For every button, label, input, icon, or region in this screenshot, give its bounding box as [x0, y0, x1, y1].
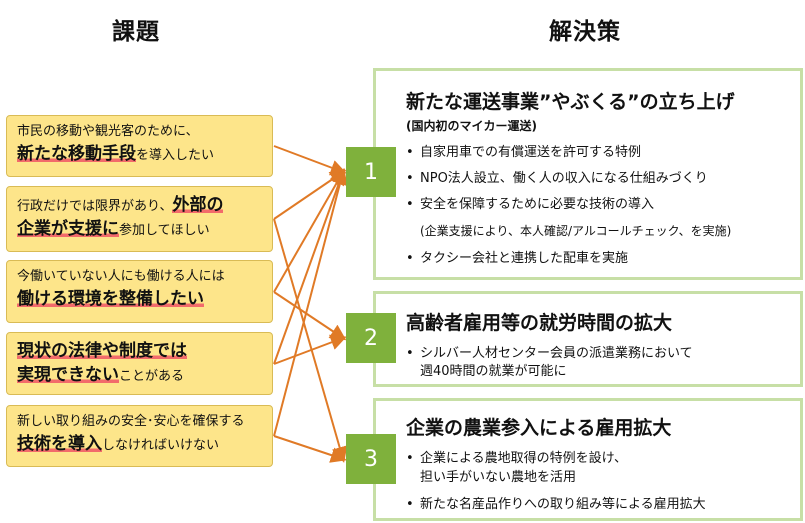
issue-4-suffix: ことがある — [119, 369, 185, 384]
issue-box-5: 新しい取り組みの安全･安心を確保する 技術を導入しなければいけない — [6, 405, 273, 467]
issue-1-suffix: を導入したい — [136, 148, 215, 163]
solutions-heading: 解決策 — [549, 19, 621, 45]
issue-3-line: 今働いていない人にも働ける人には — [17, 269, 225, 284]
issue-2-prefix: 行政だけでは限界があり、 — [17, 199, 173, 214]
issue-2-bold-2: 企業が支援に — [17, 219, 119, 239]
arrow-issue-3-to-solution-2 — [273, 291, 347, 341]
solution-box-3: 企業の農業参入による雇用拡大 •企業による農地取得の特例を設け、 担い手がいない… — [373, 398, 803, 521]
issue-2-bold-1: 外部の — [172, 195, 224, 215]
issue-box-4: 現状の法律や制度では 実現できないことがある — [6, 332, 273, 395]
arrow-issue-4-to-solution-2 — [273, 334, 347, 365]
issue-1-bold: 新たな移動手段 — [17, 144, 136, 164]
issue-5-bold: 技術を導入 — [17, 434, 102, 454]
solution-1-bullet-1: •自家用車での有償運送を許可する特例 — [406, 145, 642, 160]
solution-1-bullet-4: •タクシー会社と連携した配車を実施 — [406, 251, 629, 266]
solution-number-1: 1 — [346, 147, 396, 197]
solution-3-bullet-3: •新たな名産品作りへの取り組み等による雇用拡大 — [406, 497, 706, 512]
solution-1-bullet-3: •安全を保障するために必要な技術の導入 — [406, 197, 655, 212]
issue-4-bold-2: 実現できない — [17, 365, 119, 385]
solution-3-bullet-1: •企業による農地取得の特例を設け、 — [406, 451, 627, 466]
solution-2-bullet-1: •シルバー人材センター会員の派遣業務において — [406, 346, 693, 361]
arrow-issue-5-to-solution-1 — [273, 168, 348, 437]
arrow-issue-4-to-solution-1 — [273, 168, 347, 365]
solution-box-2: 高齢者雇用等の就労時間の拡大 •シルバー人材センター会員の派遣業務において 週4… — [373, 291, 803, 387]
solution-number-3: 3 — [346, 434, 396, 484]
solution-1-bullet-2: •NPO法人設立、働く人の収入になる仕組みづくり — [406, 171, 708, 186]
arrow-issue-1-to-solution-1 — [273, 145, 347, 176]
solution-1-title: 新たな運送事業”やぶくる”の立ち上げ — [406, 91, 735, 113]
issue-5-line: 新しい取り組みの安全･安心を確保する — [17, 414, 245, 429]
solution-3-bullet-2: 担い手がいない農地を活用 — [420, 470, 577, 485]
solution-number-2: 2 — [346, 313, 396, 363]
arrow-issue-3-to-solution-1 — [273, 168, 345, 293]
issue-box-3: 今働いていない人にも働ける人には 働ける環境を整備したい — [6, 260, 273, 323]
issue-box-2: 行政だけでは限界があり、外部の 企業が支援に参加してほしい — [6, 186, 273, 252]
issue-4-bold-1: 現状の法律や制度では — [17, 341, 187, 361]
solution-3-title: 企業の農業参入による雇用拡大 — [406, 417, 672, 439]
issues-heading: 課題 — [112, 19, 160, 45]
issue-5-suffix: しなければいけない — [102, 438, 220, 453]
issue-1-line: 市民の移動や観光客のために、 — [17, 124, 199, 139]
solution-2-bullet-2: 週40時間の就業が可能に — [420, 364, 567, 379]
solution-box-1: 新たな運送事業”やぶくる”の立ち上げ (国内初のマイカー運送) •自家用車での有… — [373, 68, 803, 280]
arrow-issue-5-to-solution-3 — [273, 435, 347, 463]
issue-3-bold: 働ける環境を整備したい — [17, 289, 204, 309]
solution-2-title: 高齢者雇用等の就労時間の拡大 — [406, 312, 673, 334]
issue-box-1: 市民の移動や観光客のために、 新たな移動手段を導入したい — [6, 115, 273, 177]
solution-1-bullet-note: (企業支援により、本人確認/アルコールチェック、を実施) — [420, 224, 732, 238]
arrow-issue-2-to-solution-3 — [273, 218, 348, 463]
solution-1-subtitle: (国内初のマイカー運送) — [406, 119, 537, 133]
issue-2-suffix: 参加してほしい — [119, 223, 210, 238]
